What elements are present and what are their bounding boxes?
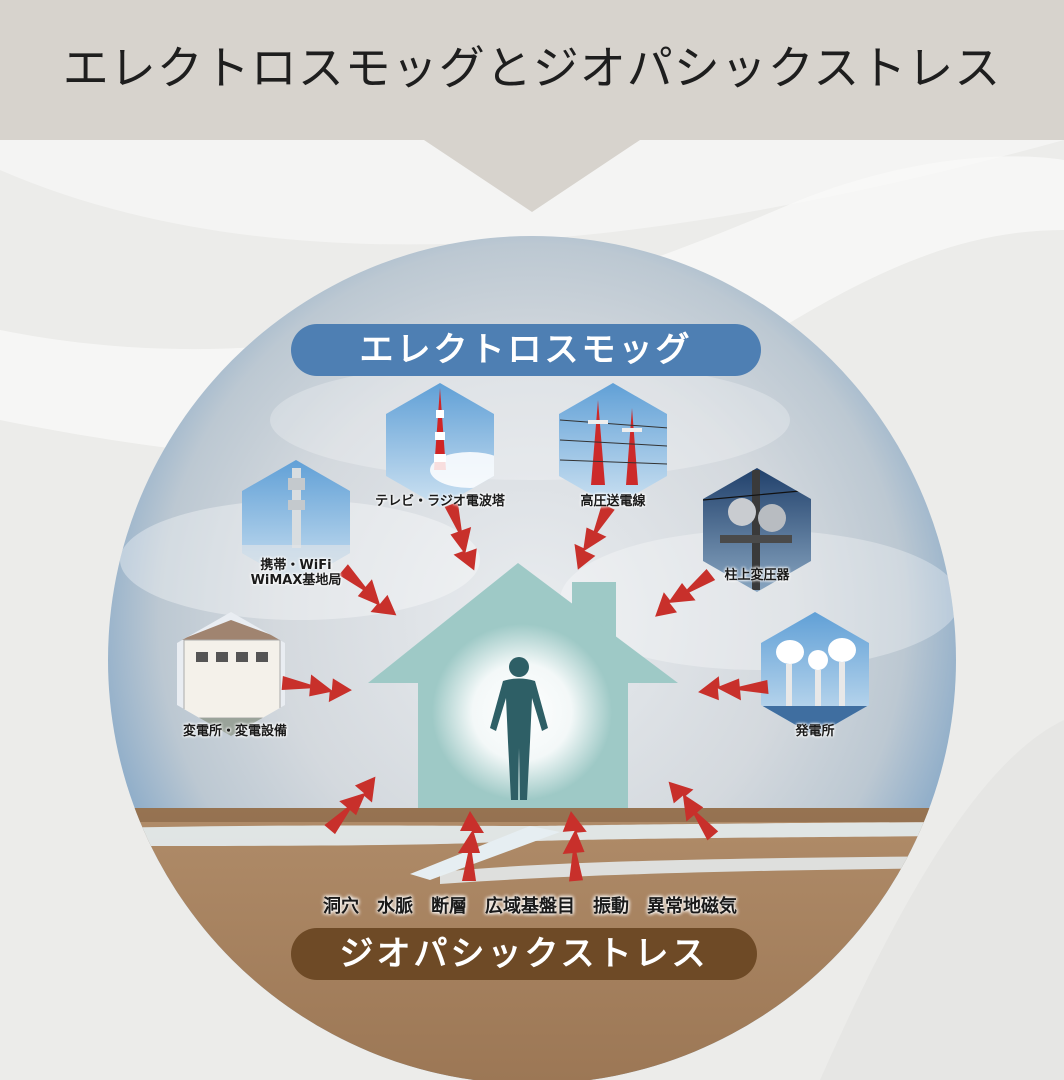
arrow-ground-center-left (458, 811, 484, 881)
arrow-from-substation (281, 674, 352, 703)
page-title: エレクトロスモッグとジオパシックストレス (62, 41, 1002, 95)
label-tv-tower: テレビ・ラジオ電波塔 (375, 494, 505, 509)
geopathic-item: 洞穴 (323, 896, 359, 917)
geopathic-item: 断層 (431, 896, 467, 917)
geopathic-banner-bg (291, 928, 757, 980)
geopathic-banner: ジオパシックストレス (339, 934, 709, 974)
ground-surface (108, 808, 956, 822)
arrow-from-hv (574, 503, 615, 570)
photo-power-plant (761, 612, 869, 736)
arrow-ground-right (668, 781, 719, 841)
underground-stream (440, 856, 956, 884)
geopathic-item: 広域基盤目 (485, 896, 575, 917)
label-mobile-tower: 携帯・WiFi WiMAX基地局 (250, 558, 342, 588)
label-substation: 変電所・変電設備 (182, 724, 287, 739)
cloud (270, 360, 790, 480)
label-power-plant: 発電所 (795, 724, 835, 739)
underground-crack (410, 826, 560, 880)
header-band (0, 0, 1064, 212)
label-power-lines: 高圧送電線 (580, 494, 646, 509)
geopathic-item: 水脈 (377, 896, 413, 917)
electrosmog-banner: エレクトロスモッグ (359, 330, 693, 370)
arrow-ground-center-right (562, 811, 587, 882)
geopathic-item: 異常地磁気 (647, 896, 737, 917)
person (490, 657, 548, 800)
bg-swoosh (820, 720, 1064, 1080)
cloud (560, 530, 956, 670)
geopathic-items: 洞穴水脈断層広域基盤目振動異常地磁気 (250, 892, 810, 918)
arrow-from-pole (655, 568, 716, 617)
label-pole-transformer: 柱上変圧器 (724, 568, 790, 583)
arrow-from-mobile (338, 564, 397, 616)
arrow-ground-left (324, 776, 376, 835)
arrow-from-tv (444, 502, 477, 571)
geopathic-item: 振動 (593, 896, 629, 917)
arrow-from-plant (698, 676, 769, 701)
arrows (281, 502, 769, 882)
electrosmog-banner-bg (291, 324, 761, 376)
house (368, 563, 678, 808)
